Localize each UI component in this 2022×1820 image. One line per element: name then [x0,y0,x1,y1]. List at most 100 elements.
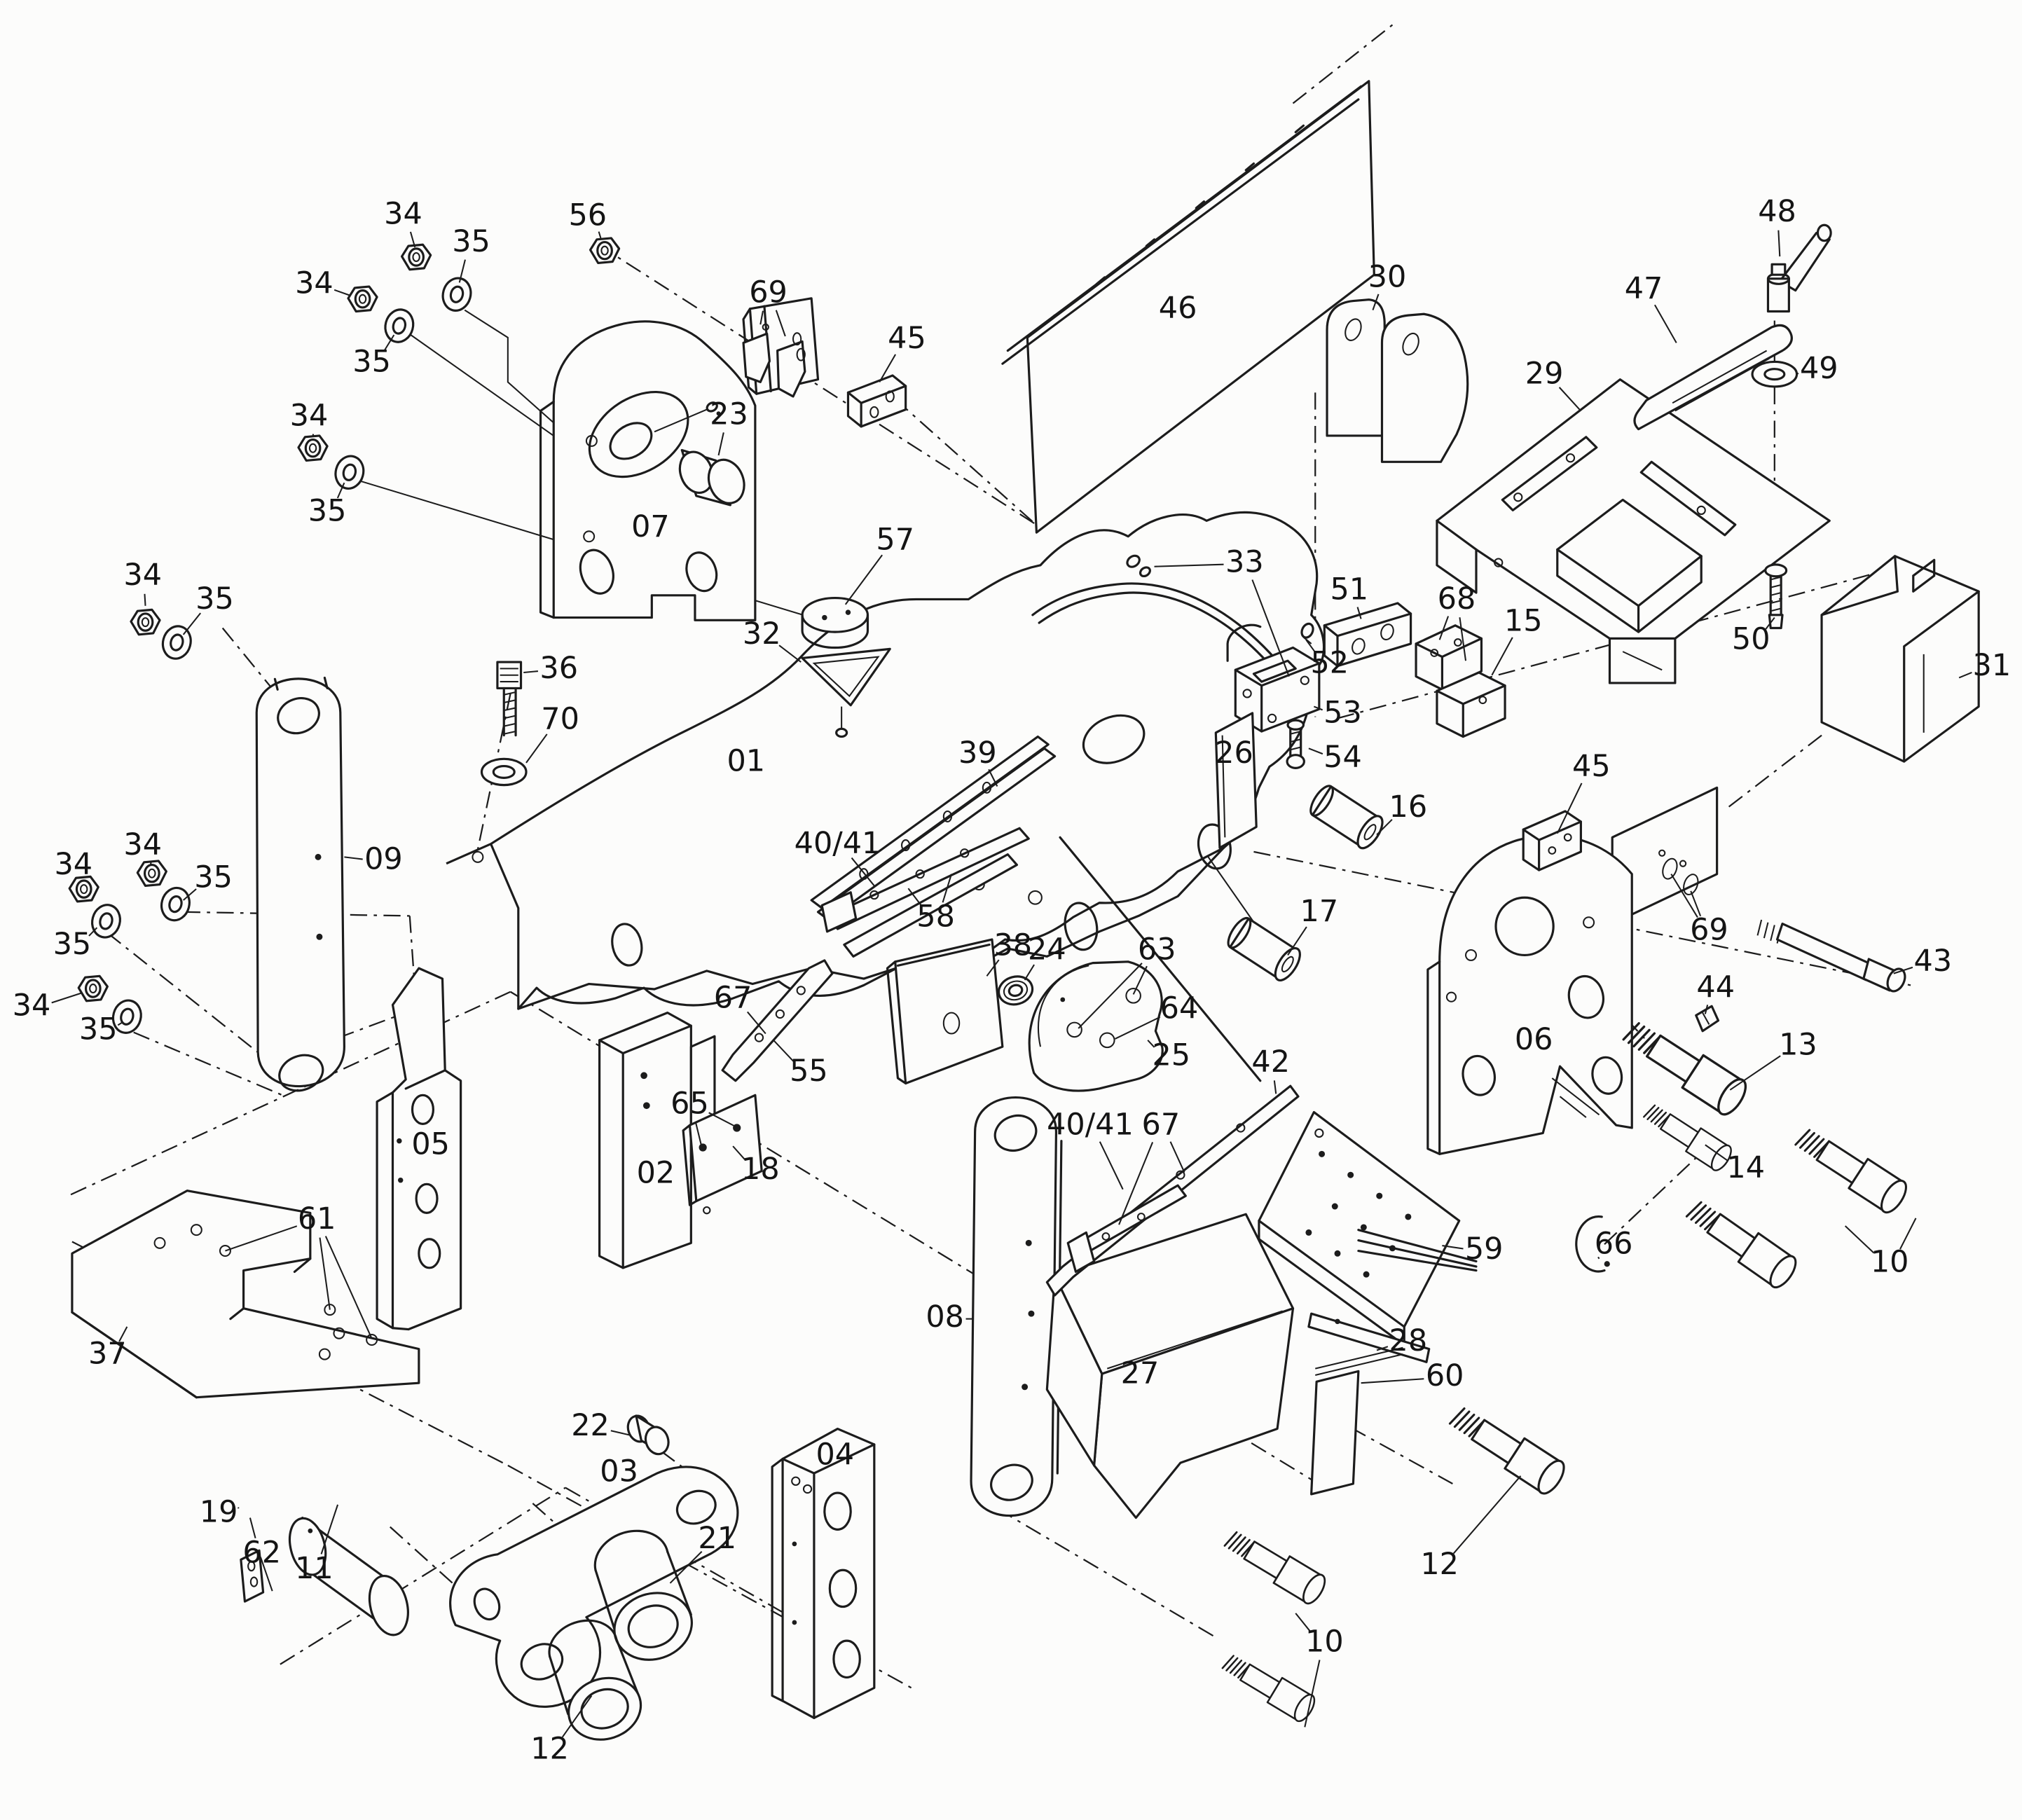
part-label-69-15: 69 [749,275,788,310]
part-label-59-65: 59 [1465,1232,1504,1267]
part-52-pin [1300,622,1314,644]
part-56-nut [589,237,621,264]
part-label-15-32: 15 [1504,604,1543,639]
part-12-bushing [548,1619,642,1741]
part-label-04-64: 04 [816,1437,854,1472]
part-label-34-0: 34 [384,197,422,232]
part-label-57-19: 57 [876,523,914,558]
part-label-40-41-61: 40/41 [1047,1108,1134,1143]
part-43-bolt [1756,919,1906,993]
part-66-circlip [1575,1215,1610,1273]
part-label-70-22: 70 [541,702,579,737]
part-label-33-33: 33 [1225,544,1264,579]
part-label-09-50: 09 [364,841,403,876]
part-label-02-56: 02 [637,1156,675,1191]
part-label-35-1: 35 [452,224,490,259]
part-12-shoulder-bolt [1444,1398,1570,1499]
part-label-28-66: 28 [1389,1323,1428,1358]
part-36-bolt [496,661,523,737]
part-label-21-80: 21 [698,1521,736,1556]
part-label-10-76: 10 [1871,1245,1909,1280]
part-57-cap [801,596,869,649]
part-37-plate [71,1190,420,1399]
part-label-69-75: 69 [1690,912,1728,947]
part-25-plate [1028,960,1164,1092]
part-07-side-plate [539,320,757,621]
part-label-26-38: 26 [1215,736,1253,771]
part-45-block-right [1522,810,1582,871]
part-10-shoulder-bolt-b [1681,1192,1802,1293]
part-29-bracket [1436,378,1831,684]
part-49-washer [1751,360,1799,388]
part-67-rail-left [721,959,834,1082]
part-68-clamp-blocks [1415,624,1506,738]
part-label-34-6: 34 [123,558,162,593]
part-label-35-3: 35 [352,345,391,380]
part-27-chute [1045,1213,1295,1519]
part-label-55-52: 55 [790,1054,828,1089]
part-label-10-77: 10 [1305,1624,1344,1659]
part-30-plates [1326,298,1469,463]
part-label-13-70: 13 [1779,1028,1817,1063]
part-label-01-41: 01 [727,743,765,778]
part-label-60-67: 60 [1426,1358,1464,1393]
part-label-51-34: 51 [1330,572,1368,607]
part-53-block [1234,646,1321,733]
part-06-side-plate [1426,786,1719,1155]
part-label-45-16: 45 [888,321,926,356]
part-47-slotted-strip [1633,324,1793,431]
part-label-47-25: 47 [1625,271,1663,306]
part-label-07-18: 07 [631,509,670,544]
part-13-shoulder-bolt [1617,1012,1752,1120]
part-label-19-84: 19 [200,1494,238,1529]
part-label-50-29: 50 [1732,622,1770,657]
part-label-34-8: 34 [123,827,162,862]
part-05-plate [376,967,462,1331]
part-22-bushing [626,1414,670,1456]
part-label-29-28: 29 [1525,357,1564,392]
part-label-54-37: 54 [1323,740,1362,775]
part-label-35-7: 35 [195,581,234,616]
part-label-67-60: 67 [1142,1108,1181,1143]
part-01-frame [446,511,1326,1082]
part-32-bracket [801,647,891,738]
part-48-clamp-handle [1766,223,1832,313]
part-label-17-40: 17 [1300,894,1339,929]
part-label-58-44: 58 [916,899,955,935]
part-label-36-21: 36 [539,651,578,686]
part-42-perforated-plate [1258,1110,1461,1346]
part-label-03-82: 03 [600,1454,638,1489]
part-label-40-41-43: 40/41 [795,826,881,861]
part-09-arm [255,676,345,1092]
part-label-16-39: 16 [1389,790,1428,825]
part-label-31-30: 31 [1973,648,2011,683]
part-label-35-13: 35 [79,1012,118,1047]
part-08-arm [970,1096,1063,1517]
part-44-clip [1695,1005,1720,1033]
part-label-05-55: 05 [411,1127,450,1162]
part-label-68-31: 68 [1438,581,1476,616]
part-18-plate [682,1094,763,1215]
part-label-48-26: 48 [1758,194,1796,229]
part-label-63-47: 63 [1138,932,1176,967]
part-label-25-49: 25 [1152,1038,1190,1073]
part-40-41-rail-right [1066,1184,1187,1274]
part-label-43-72: 43 [1913,944,1952,979]
part-label-35-10: 35 [194,860,233,895]
part-03-link [449,1466,739,1708]
part-label-67-51: 67 [714,980,752,1015]
part-21-bushing [593,1529,693,1661]
part-label-53-36: 53 [1323,695,1362,730]
part-label-11-83: 11 [295,1551,333,1586]
part-label-37-58: 37 [88,1336,127,1371]
part-70-washer [480,757,528,787]
part-label-27-63: 27 [1121,1356,1160,1391]
part-label-46-23: 46 [1159,291,1197,326]
part-label-39-42: 39 [958,736,997,771]
part-10-shoulder-bolt-c [1220,1523,1330,1608]
part-label-49-27: 49 [1800,351,1838,386]
part-69-bracket-left [742,297,820,398]
part-label-14-71: 14 [1726,1150,1765,1185]
part-label-52-35: 52 [1310,645,1349,680]
